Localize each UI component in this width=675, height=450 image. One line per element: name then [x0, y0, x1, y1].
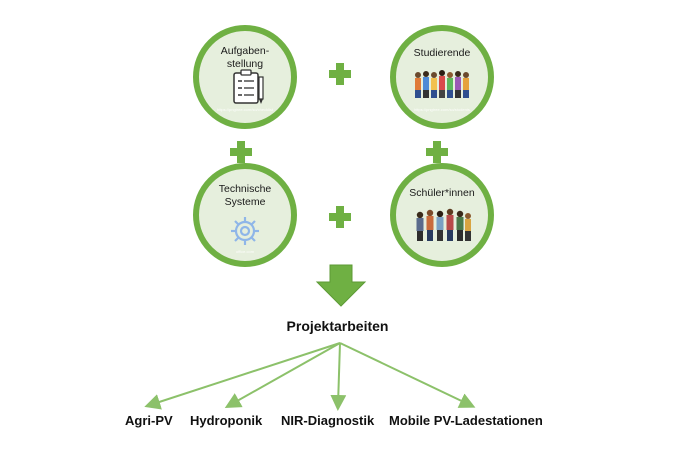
- plus-icon: [329, 206, 351, 228]
- connector-nir: [330, 342, 347, 411]
- plus-icon: [426, 141, 448, 163]
- pupils-group-icon: [416, 208, 471, 241]
- projektarbeiten-heading: Projektarbeiten: [286, 318, 389, 334]
- node-aufgabenstellung-label: Aufgaben- stellung: [220, 45, 270, 70]
- checklist-icon: [233, 69, 264, 104]
- node-technische-systeme: Technische Systeme office.com: [193, 163, 297, 267]
- image-credit: https://pngtree.com/so/checklist: [216, 107, 274, 112]
- node-technische-systeme-label: Technische Systeme: [218, 183, 272, 208]
- node-schueler-innen-label: Schüler*innen: [409, 187, 475, 199]
- plus-icon: [329, 63, 351, 85]
- project-nir-diagnostik: NIR-Diagnostik: [281, 413, 375, 428]
- students-group-icon: [415, 70, 469, 98]
- node-schueler-innen: Schüler*innen: [390, 163, 494, 267]
- connector-hydroponik: [224, 342, 341, 408]
- image-credit: https://pngtree.com/so/students: [414, 107, 470, 112]
- gear-cog-icon: [231, 217, 259, 245]
- image-credit: office.com: [235, 249, 255, 254]
- connector-agri-pv: [144, 342, 341, 410]
- node-studierende-label: Studierende: [413, 47, 471, 59]
- node-aufgabenstellung: Aufgaben- stellung https://pngtree.com/s…: [193, 25, 297, 129]
- node-studierende: Studierende https://pngtree.com/so/stude…: [390, 25, 494, 129]
- project-hydroponik: Hydroponik: [190, 413, 263, 428]
- connector-mobile-pv: [339, 342, 476, 408]
- down-arrow-icon: [315, 264, 367, 307]
- project-agri-pv: Agri-PV: [125, 413, 173, 428]
- plus-icon: [230, 141, 252, 163]
- project-mobile-pv-ladestationen: Mobile PV-Ladestationen: [389, 413, 543, 428]
